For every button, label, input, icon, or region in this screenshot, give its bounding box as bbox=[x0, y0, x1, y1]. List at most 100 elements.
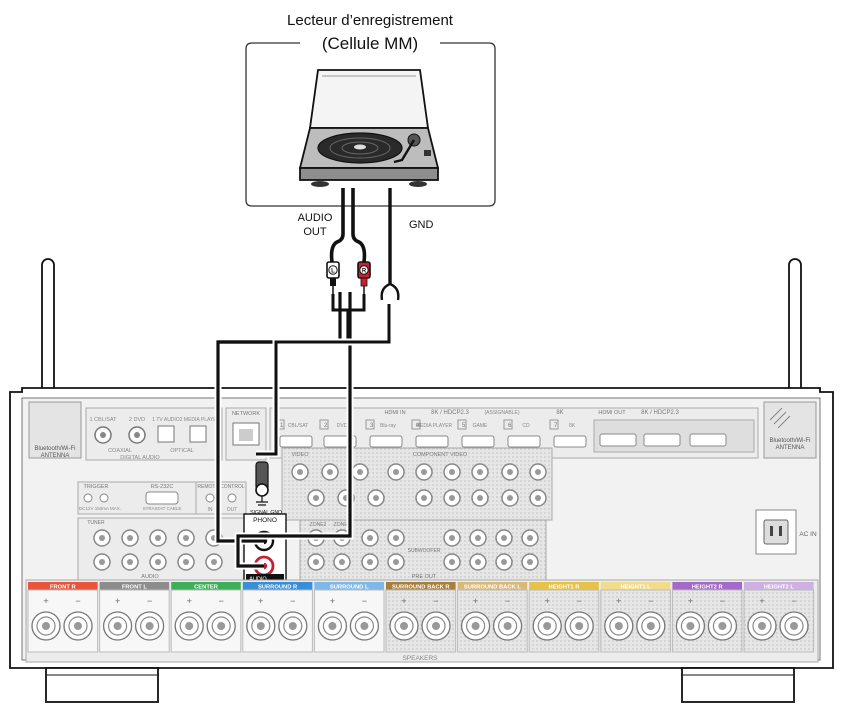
speaker-terminal-ring bbox=[322, 616, 342, 636]
pre-out-jack-center bbox=[527, 535, 533, 541]
speaker-group-header bbox=[242, 582, 313, 590]
speaker-terminal-ring bbox=[251, 616, 271, 636]
digital-opt1-label: 1 TV AUDIO bbox=[152, 417, 180, 423]
component-video-label: COMPONENT VIDEO bbox=[413, 452, 468, 458]
speaker-plus-sign: + bbox=[401, 596, 406, 606]
phono-label: PHONO bbox=[253, 517, 277, 524]
hdmi-input-port[interactable] bbox=[507, 435, 541, 448]
video-jack-center bbox=[477, 469, 483, 475]
speaker-plus-sign: + bbox=[688, 596, 693, 606]
speaker-group-header bbox=[171, 582, 241, 590]
antenna-right-label-1: Bluetooth/Wi-Fi bbox=[769, 438, 810, 444]
subwoofer-label: SUBWOOFER bbox=[408, 548, 441, 554]
audio-input-jack-center bbox=[127, 535, 133, 541]
speaker-terminal-center bbox=[686, 622, 695, 630]
network-label: NETWORK bbox=[232, 411, 260, 417]
digital-opt2-label: 2 MEDIA PLAYER bbox=[180, 417, 221, 423]
hdmi-input-port[interactable] bbox=[369, 435, 403, 448]
rca-plug-right: R bbox=[357, 261, 371, 294]
video-jack-center bbox=[507, 469, 513, 475]
speaker-terminal-ring bbox=[712, 616, 733, 636]
speaker-group-label: HEIGHT2 R bbox=[692, 585, 724, 591]
optical-label: OPTICAL bbox=[170, 448, 194, 454]
speaker-plus-sign: + bbox=[258, 596, 263, 606]
speaker-group-header bbox=[28, 582, 98, 590]
hdmi-input-num-box bbox=[365, 419, 375, 430]
speakers-label: SPEAKERS bbox=[402, 655, 438, 662]
speaker-terminal-ring bbox=[537, 616, 557, 636]
speaker-plus-sign: + bbox=[115, 596, 120, 606]
speaker-group-header bbox=[314, 582, 384, 590]
hdmi-input-num: 3 bbox=[370, 423, 374, 429]
speaker-plus-sign: + bbox=[545, 596, 550, 606]
speaker-terminal-center bbox=[432, 622, 440, 630]
hdmi-input-port[interactable] bbox=[553, 435, 587, 448]
speaker-minus-sign: − bbox=[577, 596, 582, 606]
pre-out-jack-center bbox=[367, 535, 373, 541]
speaker-group-header bbox=[99, 582, 170, 590]
speaker-terminal-center bbox=[503, 622, 512, 630]
speaker-terminal-center bbox=[758, 622, 766, 630]
pre-out-jack-center bbox=[393, 535, 399, 541]
speaker-terminal-ring bbox=[179, 616, 199, 636]
speaker-plus-sign: + bbox=[187, 596, 192, 606]
speaker-group-header bbox=[744, 582, 814, 590]
speaker-terminal-ring bbox=[569, 616, 589, 636]
hdmi-input-num-box bbox=[503, 419, 513, 430]
remote-out-label: OUT bbox=[227, 507, 238, 513]
hdmi-input-name: CD bbox=[522, 423, 530, 429]
hdmi-input-name: CBL/SAT bbox=[288, 423, 308, 429]
rs232c-sub-label: STRAIGHT CABLE bbox=[143, 506, 182, 511]
rca-plug-left: L bbox=[326, 261, 340, 294]
signal-gnd-terminal[interactable] bbox=[255, 461, 269, 506]
speaker-minus-sign: − bbox=[147, 596, 152, 606]
pre-out-jack-center bbox=[501, 559, 507, 565]
hdmi-input-port[interactable] bbox=[461, 435, 495, 448]
pre-out-jack-center bbox=[449, 535, 455, 541]
hdmi-input-name: MEDIA PLAYER bbox=[416, 423, 453, 429]
gnd-label: GND bbox=[409, 219, 434, 231]
audio-input-jack-center bbox=[99, 535, 105, 541]
speaker-terminal-ring bbox=[211, 616, 231, 636]
speaker-terminal-ring bbox=[680, 616, 701, 636]
speaker-terminal-ring bbox=[426, 616, 446, 636]
remote-in-label: IN bbox=[208, 507, 213, 513]
pre-out-jack-center bbox=[339, 559, 345, 565]
speaker-terminal-ring bbox=[609, 616, 629, 636]
speaker-terminal-center bbox=[360, 622, 369, 630]
hdmi-input-port[interactable] bbox=[415, 435, 449, 448]
speaker-minus-sign: − bbox=[290, 596, 295, 606]
video-jack-center bbox=[297, 469, 303, 475]
speaker-group-label: SURROUND L bbox=[330, 585, 369, 591]
video-jack-center bbox=[449, 495, 455, 501]
speaker-terminal-center bbox=[185, 622, 194, 630]
device-title-line1: Lecteur d’enregistrement bbox=[287, 12, 454, 29]
speaker-minus-sign: − bbox=[75, 596, 80, 606]
plug-left-mark: L bbox=[331, 269, 335, 275]
pre-out-jack-center bbox=[393, 559, 399, 565]
speaker-minus-sign: − bbox=[505, 596, 510, 606]
hdmi-out-header: HDMI OUT bbox=[598, 410, 626, 416]
hdmi-input-num: 6 bbox=[508, 423, 512, 429]
speaker-group-header bbox=[672, 582, 742, 590]
hdmi-input-name: Blu-ray bbox=[380, 423, 396, 429]
ac-in-label: AC IN bbox=[799, 531, 817, 538]
speaker-terminal-ring bbox=[354, 616, 374, 636]
speaker-plus-sign: + bbox=[473, 596, 478, 606]
speaker-terminal-center bbox=[790, 622, 798, 630]
antenna-left-label-2: ANTENNA bbox=[41, 453, 70, 459]
speaker-terminal-ring bbox=[107, 616, 128, 636]
speaker-group-label: CENTER bbox=[194, 585, 219, 591]
speaker-group-header bbox=[457, 582, 528, 590]
trigger-sub-label: DC12V 150mA MAX. bbox=[79, 506, 121, 511]
hdmi-spec: 8K / HDCP2.3 bbox=[431, 410, 469, 416]
speaker-terminal-center bbox=[74, 622, 82, 630]
speaker-terminal-ring bbox=[394, 616, 414, 636]
video-jack-center bbox=[393, 469, 399, 475]
video-jack-center bbox=[357, 469, 363, 475]
speaker-terminal-ring bbox=[641, 616, 661, 636]
plug-right-mark: R bbox=[362, 269, 367, 275]
speaker-terminal-center bbox=[145, 622, 154, 630]
speaker-group-header bbox=[386, 582, 456, 590]
hdmi-input-port[interactable] bbox=[279, 435, 313, 448]
